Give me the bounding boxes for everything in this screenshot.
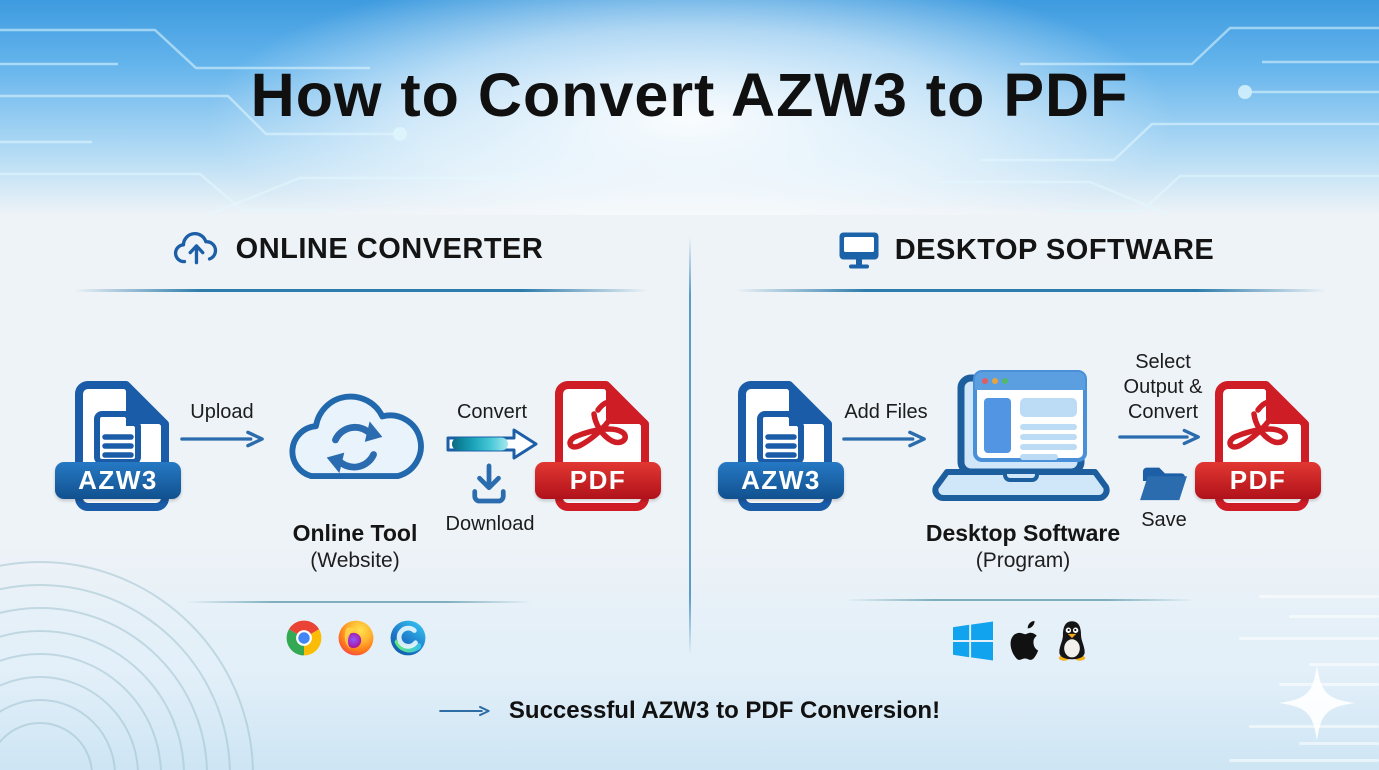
pdf-file-label: PDF — [1195, 462, 1321, 499]
online-footer-rule — [186, 601, 532, 603]
desktop-footer-rule — [846, 599, 1194, 601]
save-label: Save — [1141, 509, 1187, 531]
monitor-icon — [838, 231, 880, 269]
windows-icon — [953, 621, 993, 661]
online-tool-subtitle: (Website) — [310, 549, 400, 572]
add-files-arrow-icon — [842, 430, 928, 448]
select-output-convert-label: Select Output & Convert — [1123, 351, 1203, 423]
progress-bar — [452, 437, 508, 451]
desktop-software-header: DESKTOP SOFTWARE — [756, 231, 1296, 269]
linux-tux-icon — [1055, 620, 1089, 661]
pdf-file-icon-online: PDF — [535, 380, 661, 512]
concentric-arcs-decoration — [0, 561, 254, 770]
desktop-tool-title: Desktop Software — [925, 520, 1121, 546]
online-header-rule — [74, 289, 648, 292]
upload-arrow-icon — [180, 430, 266, 448]
convert-progress-arrow — [446, 428, 538, 460]
browser-icons-row — [285, 619, 427, 657]
convert-arrow-icon — [1118, 428, 1202, 446]
online-converter-header: ONLINE CONVERTER — [88, 231, 628, 267]
footer-message: Successful AZW3 to PDF Conversion! — [508, 697, 941, 724]
cloud-upload-icon — [173, 231, 221, 267]
online-tool-title: Online Tool — [292, 520, 418, 546]
cloud-sync-icon — [272, 374, 438, 496]
page-title: How to Convert AZW3 to PDF — [250, 61, 1129, 129]
column-divider — [689, 237, 691, 655]
pdf-file-icon-desktop: PDF — [1195, 380, 1321, 512]
sparkle-star-icon — [1279, 665, 1355, 741]
top-gradient-band — [0, 0, 1379, 215]
azw3-file-icon-online: AZW3 — [55, 380, 181, 512]
apple-icon — [1008, 620, 1040, 661]
platform-icons-row — [953, 620, 1089, 661]
upload-label: Upload — [190, 401, 254, 423]
edge-icon — [389, 619, 427, 657]
azw3-file-icon-desktop: AZW3 — [718, 380, 844, 512]
desktop-header-rule — [736, 289, 1326, 292]
firefox-icon — [337, 619, 375, 657]
online-converter-header-label: ONLINE CONVERTER — [235, 232, 544, 265]
desktop-tool-subtitle: (Program) — [975, 549, 1071, 572]
footer-arrow-icon — [439, 699, 491, 723]
download-icon — [470, 462, 508, 504]
azw3-file-label: AZW3 — [718, 462, 844, 499]
sparkle-decoration — [1229, 595, 1379, 762]
save-folder-icon — [1138, 460, 1190, 504]
azw3-file-label: AZW3 — [55, 462, 181, 499]
footer-banner: Successful AZW3 to PDF Conversion! — [0, 697, 1379, 725]
laptop-software-icon — [925, 368, 1117, 504]
desktop-software-header-label: DESKTOP SOFTWARE — [894, 233, 1215, 266]
chrome-icon — [285, 619, 323, 657]
download-label: Download — [445, 513, 535, 535]
circuit-pattern — [0, 26, 1379, 215]
convert-label: Convert — [456, 401, 528, 423]
pdf-file-label: PDF — [535, 462, 661, 499]
add-files-label: Add Files — [844, 401, 928, 423]
